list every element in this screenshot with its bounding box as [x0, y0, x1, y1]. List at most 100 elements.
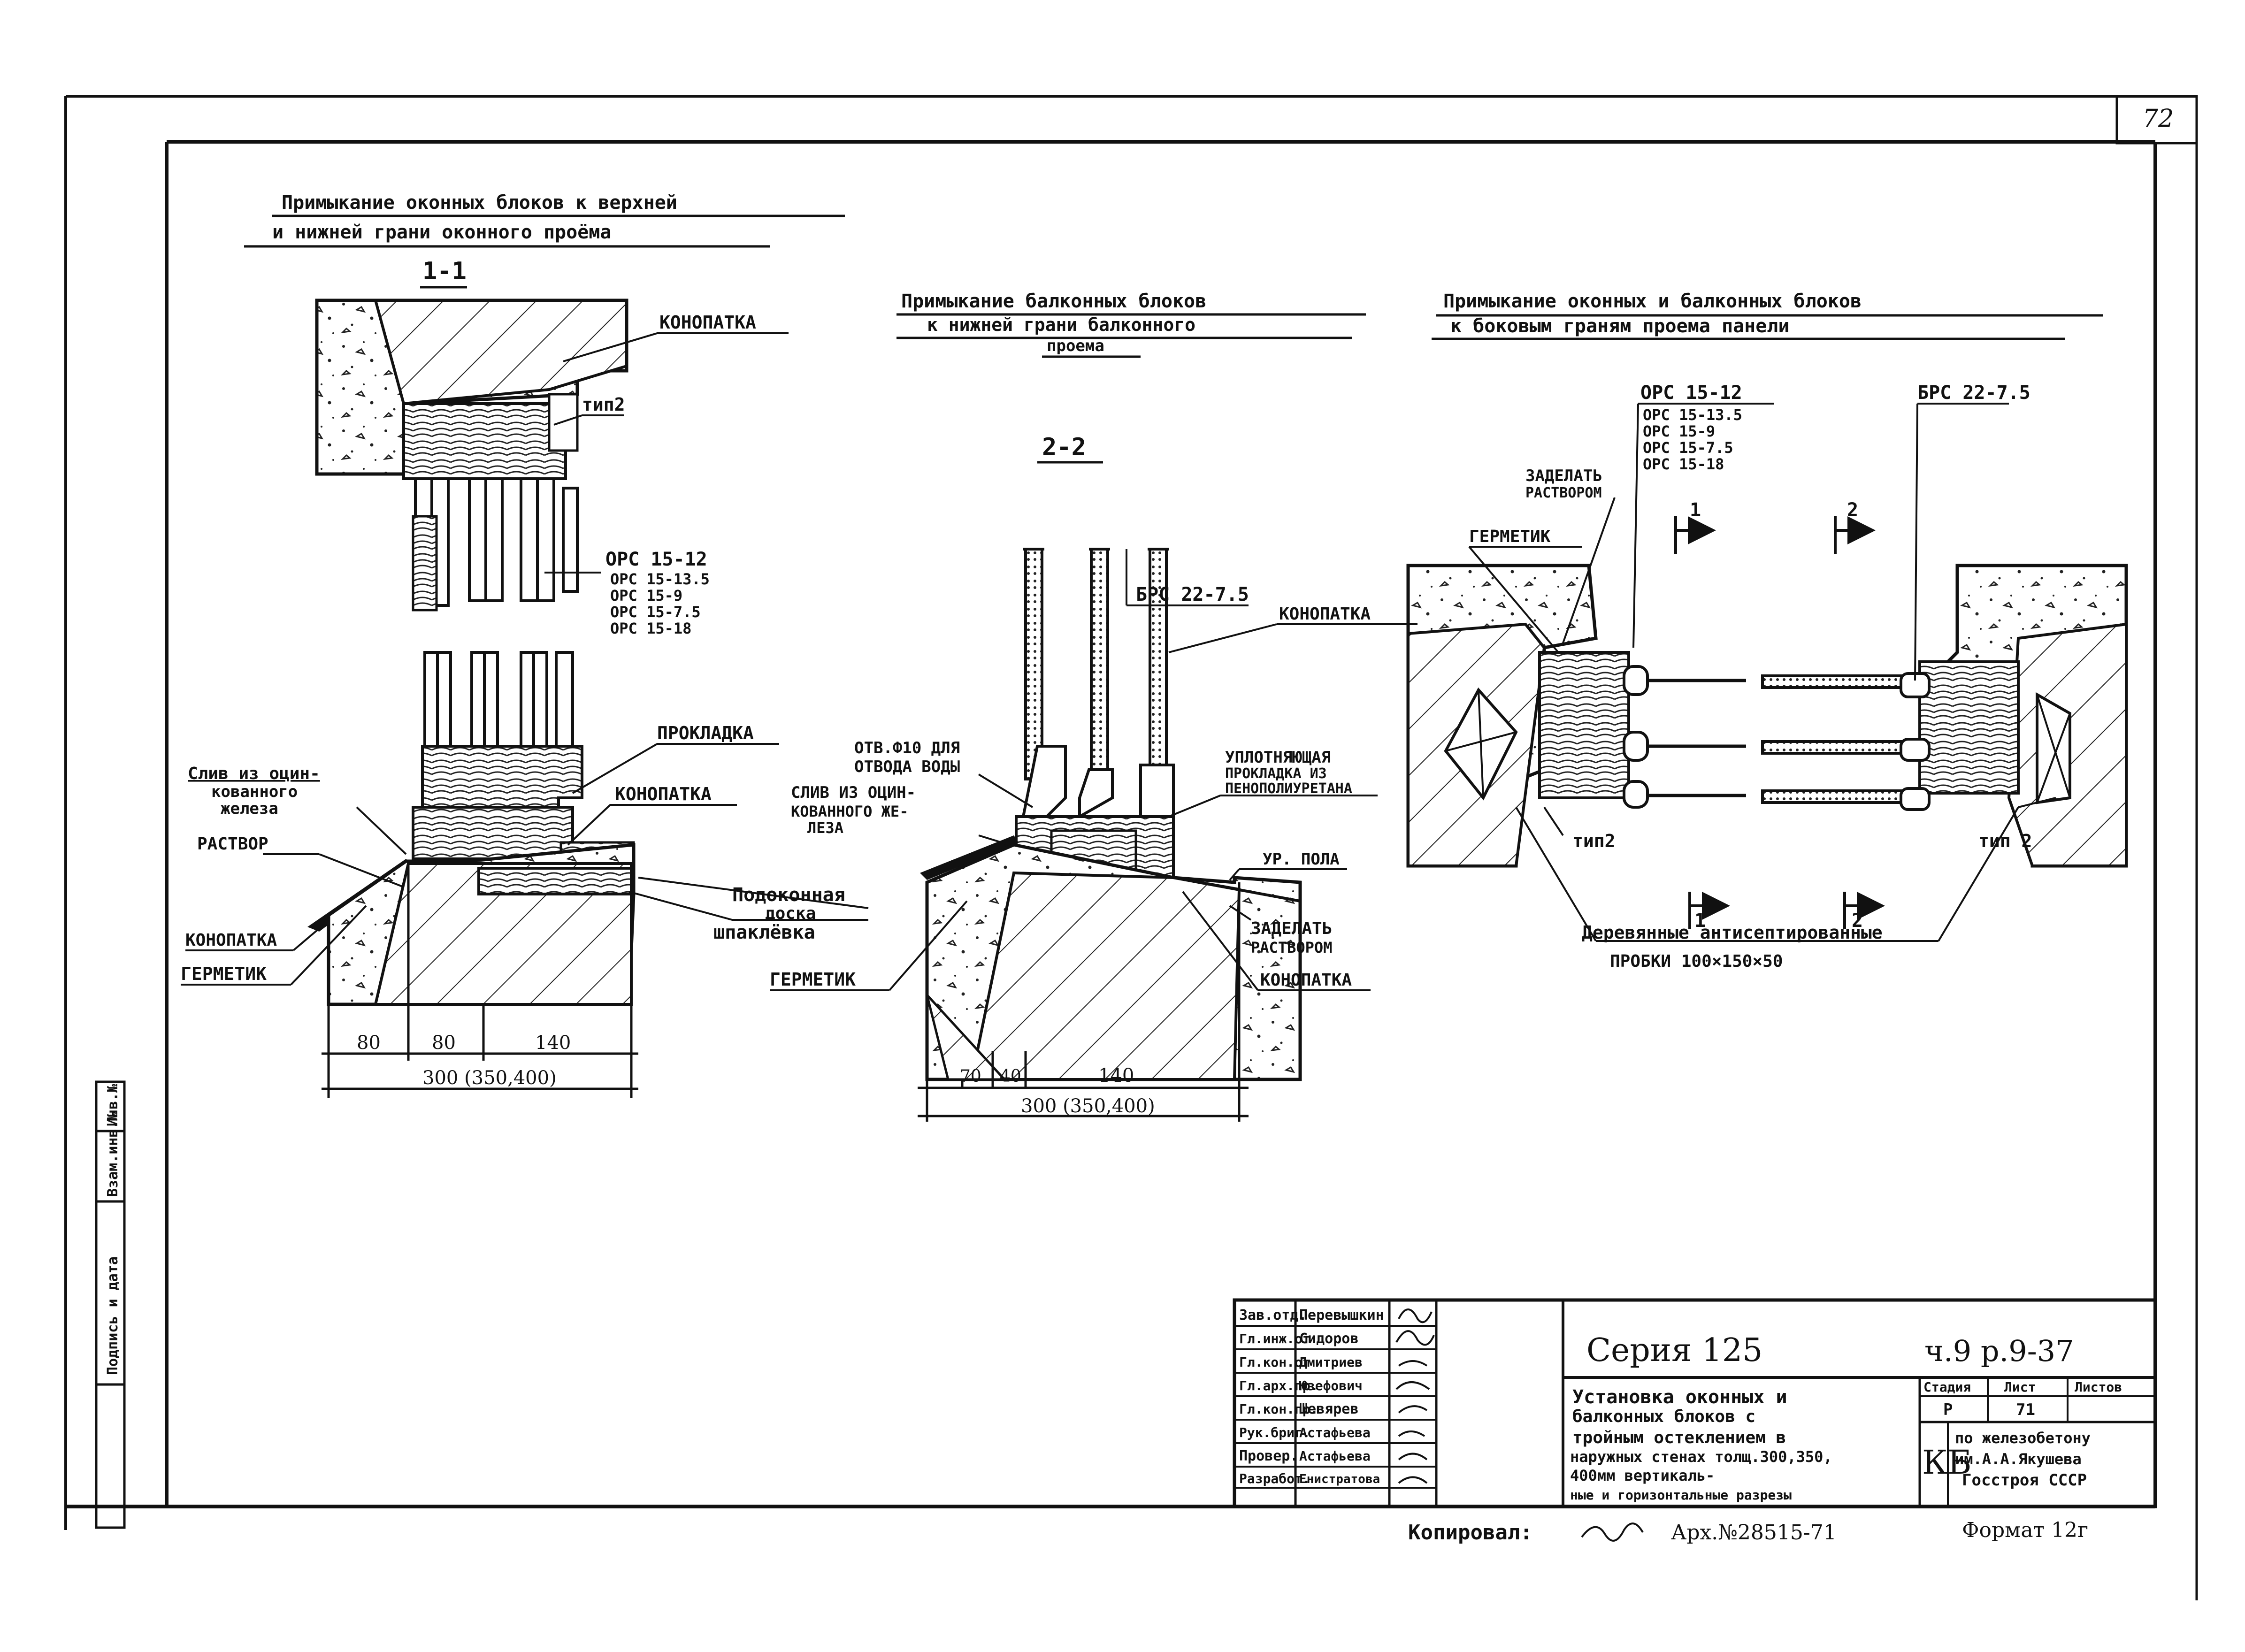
s2-label-uplotn-2: ПРОКЛАДКА ИЗ [1225, 765, 1327, 782]
footer-format: Формат 12г [1962, 1518, 2088, 1542]
tb-name-3: Дмитриев [1299, 1354, 1363, 1370]
tb-role-1: Зав.отд. [1239, 1307, 1307, 1323]
tb-org-3: Госстроя СССР [1962, 1471, 2087, 1490]
s1-cut-label: 1-1 [422, 257, 467, 285]
signatures [1395, 1308, 1435, 1484]
tb-name-2: Сидоров [1299, 1331, 1358, 1347]
side-stamp-vzam: Взам.инв.№ [105, 1111, 121, 1197]
s1-title-line1: Примыкание оконных блоков к верхней [282, 192, 677, 214]
s2-cut-label: 2-2 [1042, 433, 1086, 461]
tb-role-3: Гл.кон.от [1239, 1354, 1310, 1370]
tb-stage-header-3: Листов [2075, 1379, 2122, 1395]
s3-label-ors-2: ОРС 15-13.5 [1643, 406, 1742, 424]
section-2-2: Примыкание балконных блоков к нижней гра… [770, 291, 1378, 1122]
s1-title-line2: и нижней грани оконного проёма [272, 222, 611, 243]
s3-title-line1: Примыкание оконных и балконных блоков [1443, 291, 1862, 312]
s1-label-rastvor: РАСТВОР [197, 834, 268, 854]
s3-label-zadelat-2: РАСТВОРОМ [1525, 485, 1602, 501]
s2-title-line3: проема [1047, 337, 1104, 355]
s2-dim-1: 70 [960, 1067, 981, 1086]
s3-label-ors-4: ОРС 15-7.5 [1643, 439, 1733, 457]
sheet-frame [64, 95, 2198, 1600]
s1-label-shpaklevka: шпаклёвка [713, 922, 815, 943]
s1-label-tip2: тип2 [582, 394, 625, 415]
s2-label-konopatka-low: КОНОПАТКА [1260, 971, 1352, 990]
tb-sheet-value: 71 [2016, 1400, 2035, 1419]
side-stamp-inv: Инв.№ [105, 1084, 121, 1126]
tb-name-4: Юзефович [1299, 1378, 1363, 1393]
tb-name-7: Астафьева [1299, 1448, 1371, 1464]
tb-desc-1: Установка оконных и [1572, 1386, 1787, 1408]
tb-name-6: Астафьева [1299, 1425, 1371, 1440]
s1-label-konopatka-top: КОНОПАТКА [659, 312, 756, 333]
s1-label-prokladka: ПРОКЛАДКА [657, 723, 754, 743]
tb-name-8: Енистратова [1299, 1472, 1380, 1486]
tb-role-7: Провер. [1239, 1448, 1298, 1464]
s3-label-ors-5: ОРС 15-18 [1643, 455, 1724, 473]
tb-desc-4: наружных стенах толщ.300,350, [1570, 1448, 1832, 1466]
footer-copied: Копировал: [1408, 1521, 1532, 1545]
tb-role-6: Рук.бриг. [1239, 1425, 1310, 1440]
s2-label-sliv-1: СЛИВ ИЗ ОЦИН- [791, 783, 916, 802]
s1-label-ors-4: ОРС 15-7.5 [610, 603, 701, 621]
tb-desc-5: 400мм вертикаль- [1570, 1467, 1715, 1484]
s1-label-ors-3: ОРС 15-9 [610, 587, 682, 604]
tb-stage-value: Р [1943, 1400, 1953, 1419]
s2-label-otv-2: ОТВОДА ВОДЫ [854, 757, 960, 776]
s1-label-podokonnaya-2: доска [765, 904, 816, 923]
s1-label-sliv-1: Слив из оцин- [188, 764, 320, 783]
s3-label-ors-3: ОРС 15-9 [1643, 422, 1715, 440]
s3-label-probki-size: ПРОБКИ 100×150×50 [1610, 952, 1783, 971]
tb-role-8: Разработ. [1239, 1471, 1310, 1486]
tb-stage-header-2: Лист [2004, 1379, 2036, 1395]
s3-title-line2: к боковым граням проема панели [1450, 315, 1789, 337]
tb-desc-6: ные и горизонтальные разрезы [1570, 1487, 1792, 1503]
s3-label-tip2-right: тип 2 [1978, 831, 2032, 851]
tb-desc-2: балконных блоков с [1572, 1407, 1755, 1426]
s1-label-sliv-2: кованного [211, 782, 298, 801]
s3-label-brs: БРС 22-7.5 [1917, 382, 2030, 404]
tb-stage-header-1: Стадия [1923, 1379, 1971, 1395]
footer-archive: Арх.№28515-71 [1671, 1521, 1837, 1545]
s1-label-ors-5: ОРС 15-18 [610, 620, 691, 637]
s3-label-tip2-left: тип2 [1572, 831, 1616, 851]
s2-label-sliv-2: КОВАННОГО ЖЕ- [791, 803, 908, 820]
s1-dim-1: 80 [357, 1032, 381, 1054]
copier-signature [1581, 1522, 1644, 1542]
s2-label-ur-pola: УР. ПОЛА [1263, 850, 1340, 869]
s2-title-line1: Примыкание балконных блоков [901, 291, 1206, 312]
tb-role-2: Гл.инж.от [1239, 1331, 1310, 1346]
s1-label-ors-1: ОРС 15-12 [605, 549, 707, 570]
side-stamp [95, 1080, 126, 1529]
s2-title-line2: к нижней грани балконного [927, 314, 1195, 335]
tb-desc-3: тройным остеклением в [1572, 1428, 1786, 1447]
s3-cut-1-top: 1 [1690, 499, 1701, 521]
s2-label-zadelat-1: ЗАДЕЛАТЬ [1251, 919, 1332, 938]
tb-role-5: Гл.кон.пр. [1239, 1401, 1318, 1417]
tb-series: Серия 125 [1586, 1332, 1762, 1369]
s2-label-uplotn-1: УПЛОТНЯЮЩАЯ [1225, 748, 1331, 767]
section-jambs: Примыкание оконных и балконных блоков к … [1279, 291, 2128, 971]
s2-label-zadelat-2: РАСТВОРОМ [1251, 939, 1332, 956]
s3-cut-1-bottom: 1 [1694, 910, 1706, 932]
sheet-number: 72 [2143, 105, 2174, 133]
tb-org-1: по железобетону [1955, 1429, 2091, 1447]
s3-label-zadelat-1: ЗАДЕЛАТЬ [1525, 467, 1602, 485]
s2-label-konopatka-top: КОНОПАТКА [1279, 604, 1371, 624]
s2-dim-2: 40 [1000, 1067, 1021, 1086]
s3-label-ors-1: ОРС 15-12 [1640, 382, 1742, 404]
s2-label-sliv-3: ЛЕЗА [807, 819, 843, 837]
tb-sheet-code: ч.9 р.9-37 [1924, 1334, 2074, 1368]
s1-label-konopatka-mid: КОНОПАТКА [615, 784, 712, 804]
s3-label-germetik: ГЕРМЕТИК [1469, 527, 1551, 546]
s3-cut-2-bottom: 2 [1852, 910, 1863, 932]
section-1-1: Примыкание оконных блоков к верхней и ни… [181, 192, 869, 1098]
s1-dim-2: 80 [432, 1032, 456, 1054]
s2-label-uplotn-3: ПЕНОПОЛИУРЕТАНА [1225, 780, 1352, 797]
s1-dim-3: 140 [535, 1032, 571, 1054]
s2-dim-total: 300 (350,400) [1021, 1095, 1155, 1117]
tb-name-1: Перевышкин [1299, 1307, 1384, 1323]
s2-label-germetik: ГЕРМЕТИК [770, 969, 856, 990]
s1-label-sliv-3: железа [221, 799, 278, 818]
